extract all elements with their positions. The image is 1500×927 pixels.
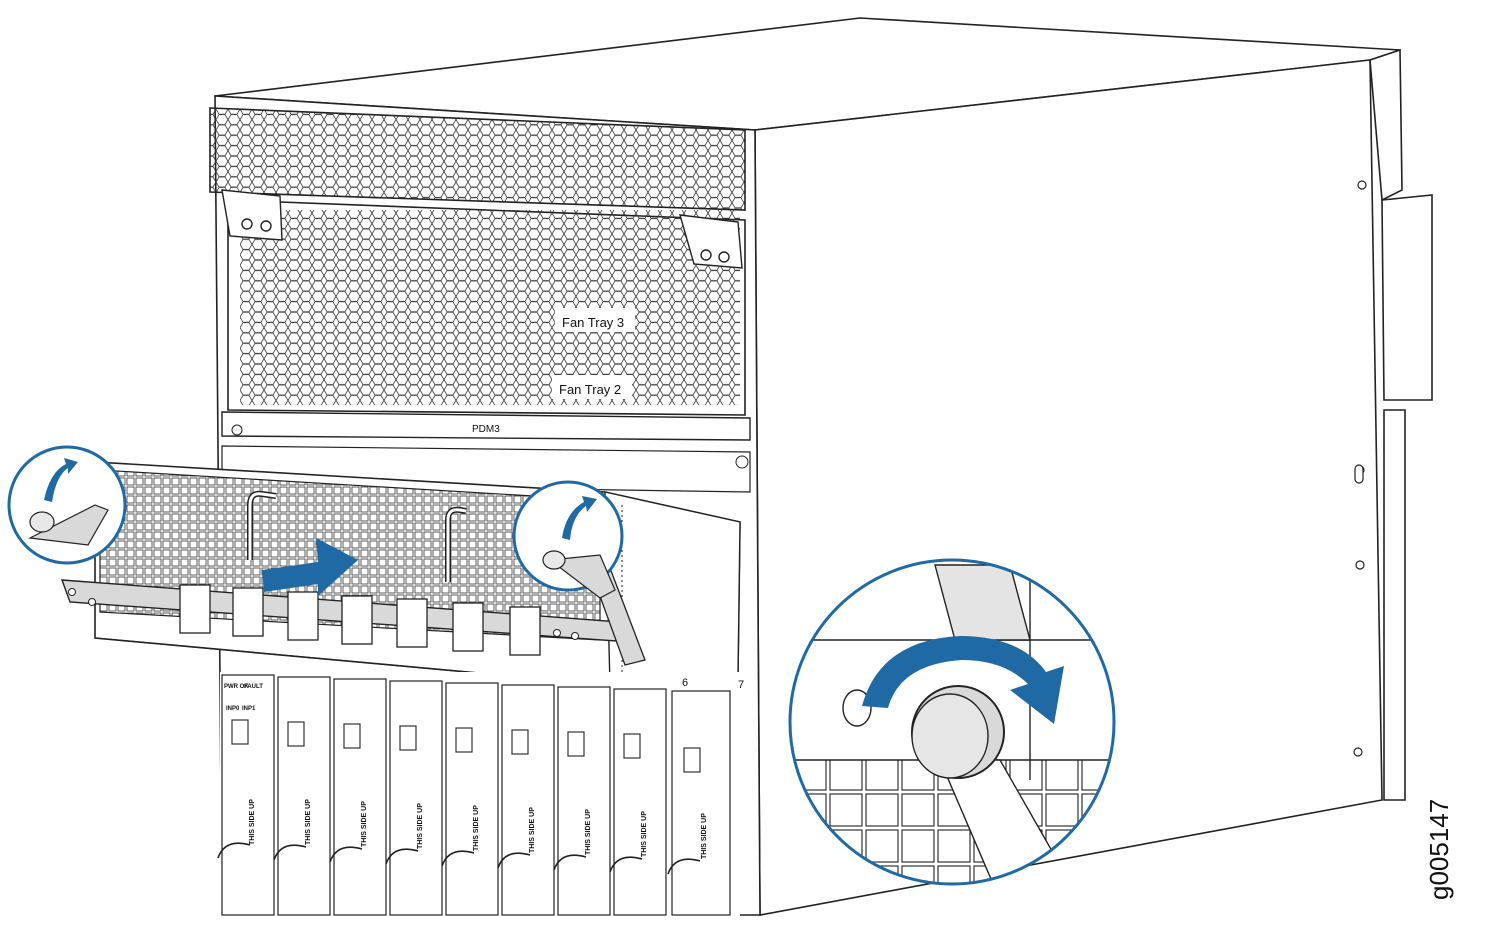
fan-tray-bracket-left [221,189,283,241]
figure-id: g005147 [1424,799,1454,900]
slot-7-label: 7 [738,679,744,691]
this-side-up-label: THIS SIDE UP [249,799,256,845]
this-side-up-label: THIS SIDE UP [305,799,312,845]
power-supply-modules: PWR OK FAULT INP0 INP1 THIS SIDE UP THIS… [217,672,744,917]
psm-inp0-label: INP0 [226,706,240,712]
this-side-up-label: THIS SIDE UP [641,811,648,857]
psm-inp1-label: INP1 [242,706,256,712]
this-side-up-label: THIS SIDE UP [529,807,536,853]
curved-arrow-icon [44,458,78,502]
fan-tray-3-label: Fan Tray 3 [562,315,624,330]
callout-left [7,445,127,565]
rotate-arrow-icon [862,636,1064,724]
this-side-up-label: THIS SIDE UP [585,809,592,855]
fan-tray-grille: Fan Tray 3 Fan Tray 2 [227,199,746,416]
this-side-up-label: THIS SIDE UP [361,801,368,847]
this-side-up-label: THIS SIDE UP [473,805,480,851]
push-arrow-icon [262,538,358,596]
side-wall-holes [1353,180,1367,757]
this-side-up-label: THIS SIDE UP [701,813,708,859]
fan-tray-2-label: Fan Tray 2 [559,382,621,397]
pdm-label: PDM3 [472,424,500,435]
psm-pwr-ok-label: PWR OK [224,684,249,690]
top-vent-cover [209,107,746,211]
slot-6-label: 6 [682,677,688,689]
callout-right [512,480,624,599]
fan-tray-bracket-right [679,214,743,269]
psm-fault-label: FAULT [244,684,263,690]
this-side-up-label: THIS SIDE UP [417,803,424,849]
curved-arrow-icon [562,496,597,540]
